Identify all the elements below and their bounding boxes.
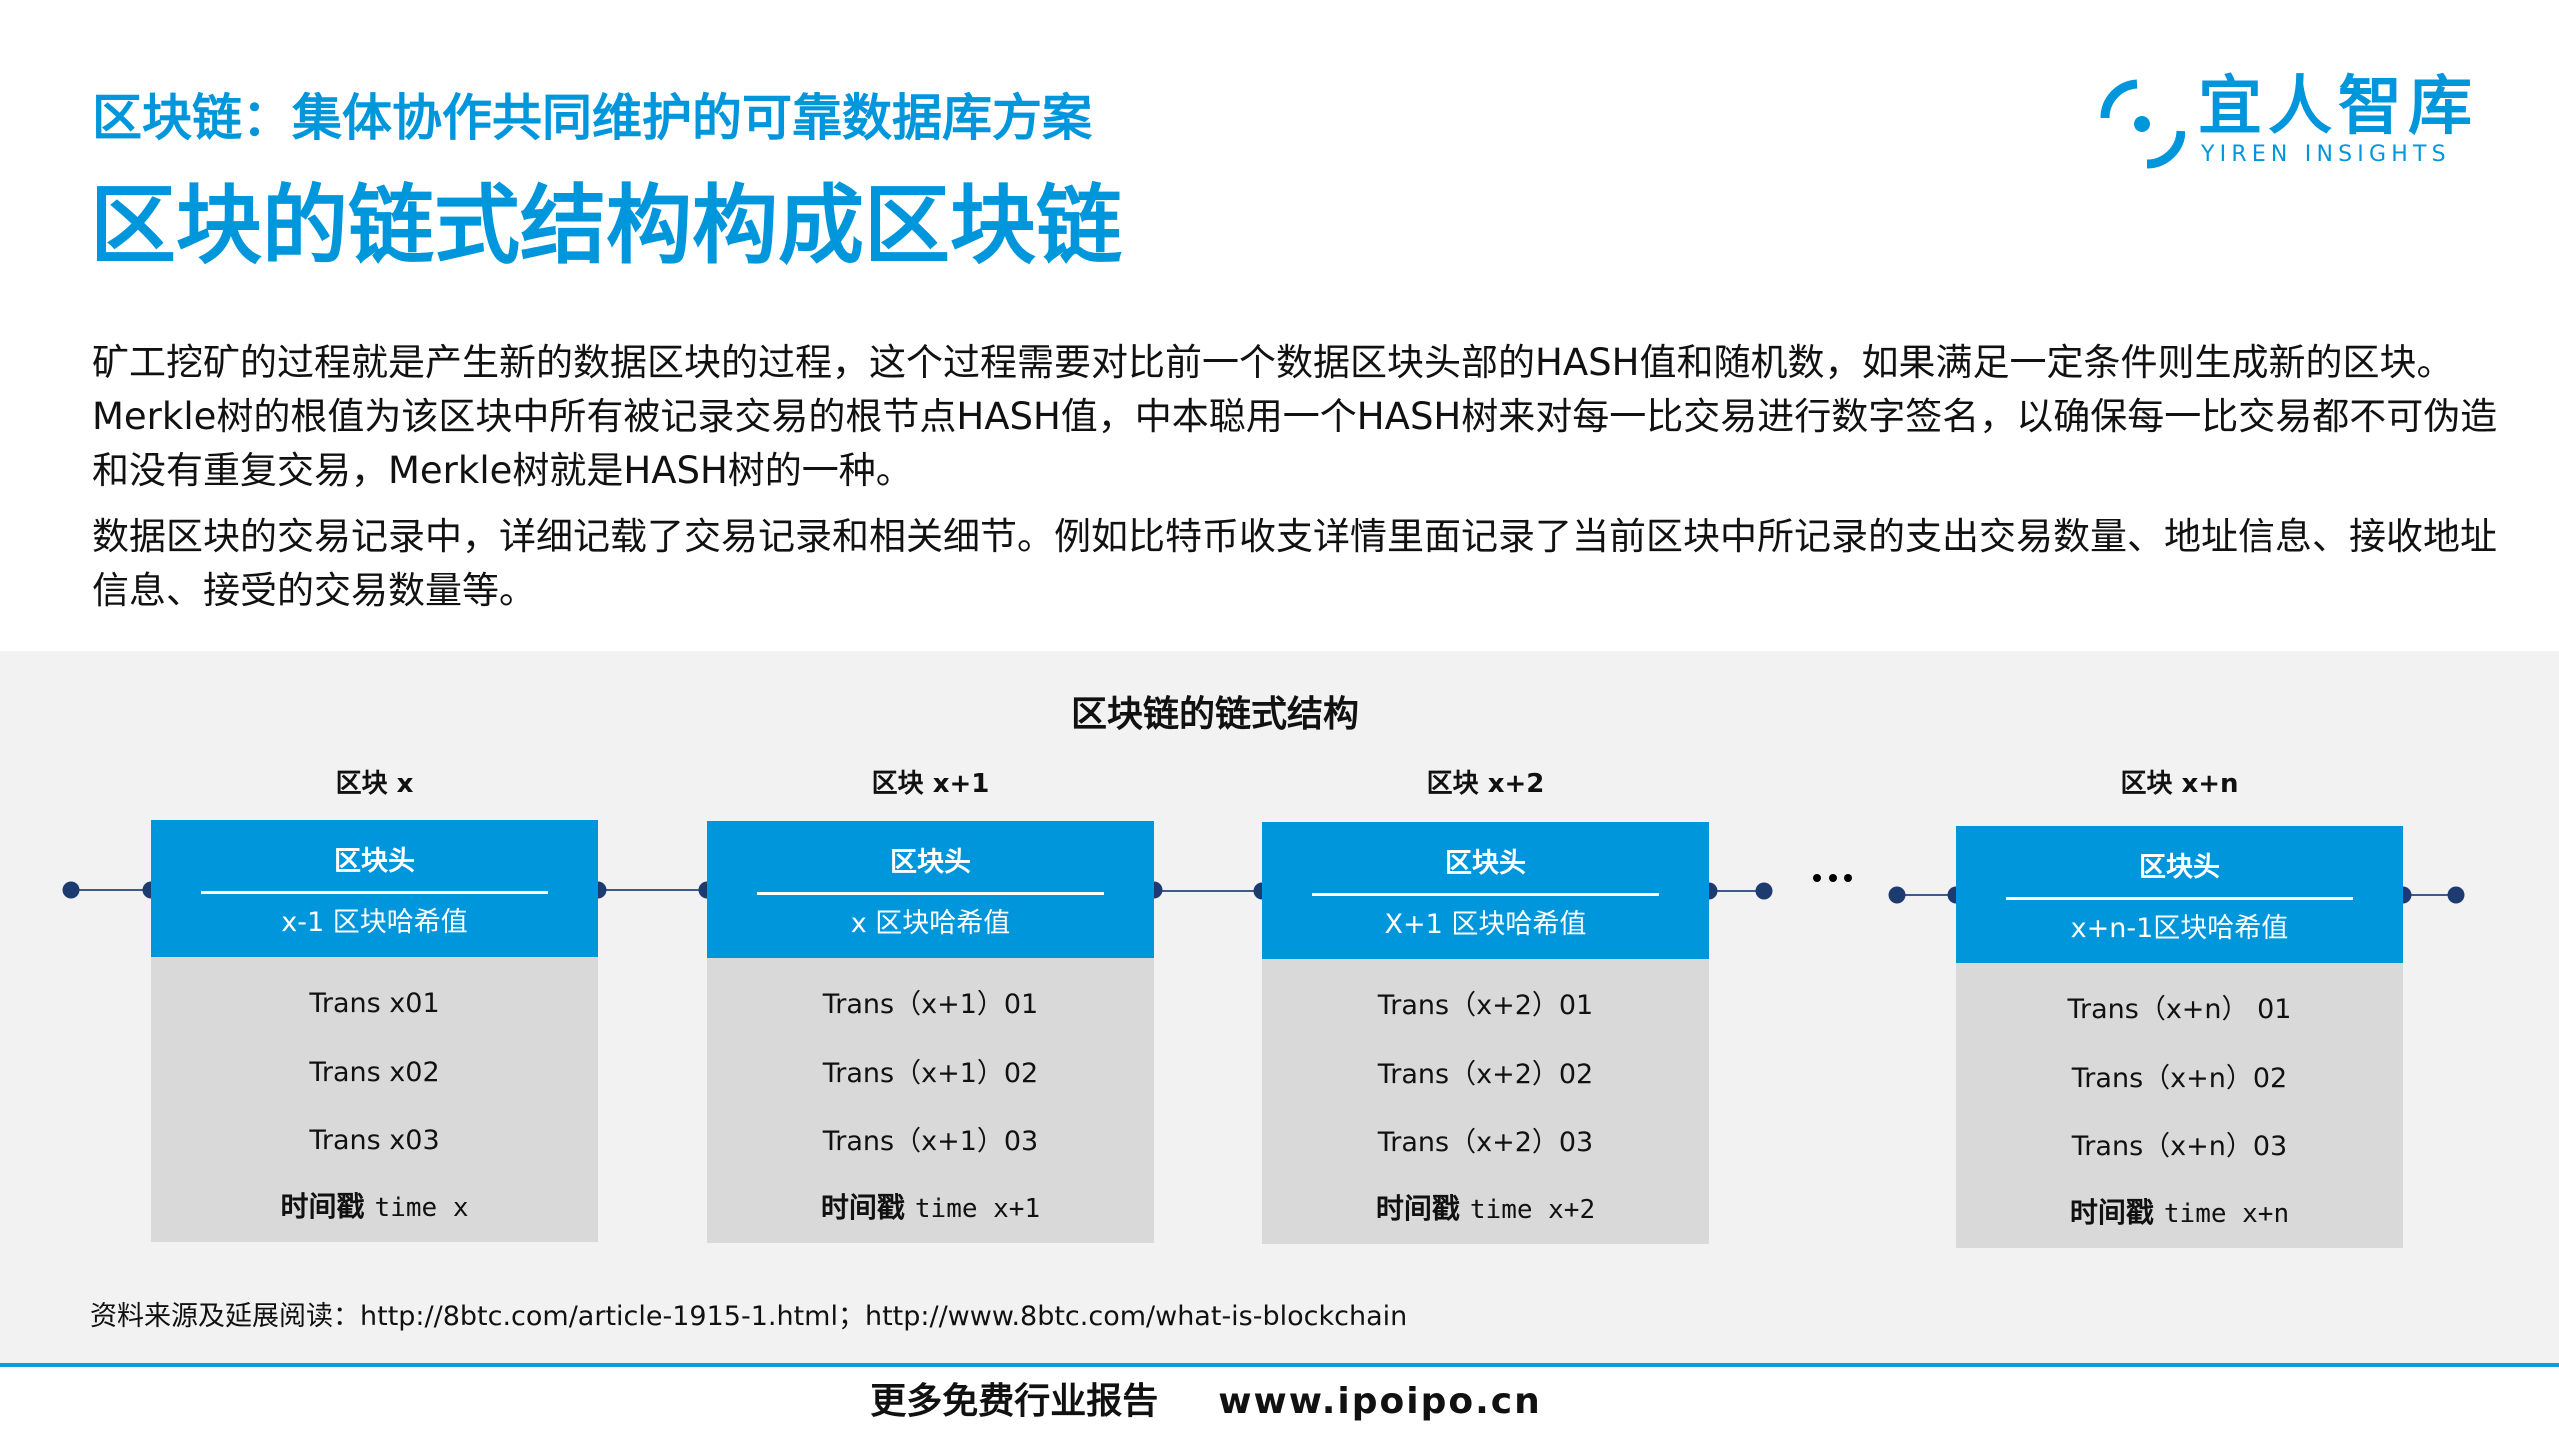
block-label: 区块 x+1 xyxy=(871,769,990,799)
block-body: Trans（x+2）01 Trans（x+2）02 Trans（x+2）03 时… xyxy=(1262,959,1709,1244)
block-prev-hash: X+1 区块哈希值 xyxy=(1384,909,1587,940)
transaction-item: Trans（x+2）03 xyxy=(1377,1127,1594,1158)
ellipsis-dot xyxy=(1813,874,1821,882)
body-paragraph: 矿工挖矿的过程就是产生新的数据区块的过程，这个过程需要对比前一个数据区块头部的H… xyxy=(92,341,2498,492)
block-x-plus-n: 区块头 x+n-1区块哈希值 Trans（x+n） 01 Trans（x+n）0… xyxy=(1956,826,2403,1248)
block-header: 区块头 x-1 区块哈希值 xyxy=(151,820,598,957)
connector-line xyxy=(1897,894,1956,896)
connector-line xyxy=(1154,890,1262,892)
slide-title: 区块的链式结构构成区块链 xyxy=(90,176,1122,276)
transaction-item: Trans（x+1）01 xyxy=(822,989,1039,1020)
block-header-title: 区块头 xyxy=(334,846,415,877)
block-header-title: 区块头 xyxy=(2139,852,2220,883)
source-citation: 资料来源及延展阅读：http://8btc.com/article-1915-1… xyxy=(90,1301,1408,1332)
transaction-item: Trans（x+1）03 xyxy=(822,1126,1039,1157)
block-body: Trans x01 Trans x02 Trans x03 时间戳 time x xyxy=(151,957,598,1242)
body-paragraph: 数据区块的交易记录中，详细记载了交易记录和相关细节。例如比特币收支详情里面记录了… xyxy=(92,515,2497,612)
timestamp-value: time x+1 xyxy=(914,1194,1041,1224)
footer-banner: 更多免费行业报告 www.ipoipo.cn xyxy=(0,1382,2412,1422)
yiren-logo: 宜人智库 YIREN INSIGHTS xyxy=(2095,72,2495,172)
block-timestamp: 时间戳 time x xyxy=(151,1190,598,1225)
block-header: 区块头 X+1 区块哈希值 xyxy=(1262,822,1709,959)
block-header-divider xyxy=(1312,893,1659,896)
timestamp-value: time x xyxy=(374,1193,469,1223)
block-body: Trans（x+1）01 Trans（x+1）02 Trans（x+1）03 时… xyxy=(707,958,1154,1243)
block-header: 区块头 x 区块哈希值 xyxy=(707,821,1154,958)
block-label: 区块 x+2 xyxy=(1426,769,1545,799)
block-x-plus-1: 区块头 x 区块哈希值 Trans（x+1）01 Trans（x+1）02 Tr… xyxy=(707,821,1154,1243)
transaction-item: Trans（x+2）02 xyxy=(1377,1059,1594,1090)
body-text: 矿工挖矿的过程就是产生新的数据区块的过程，这个过程需要对比前一个数据区块头部的H… xyxy=(92,336,2512,630)
block-header-divider xyxy=(757,892,1104,895)
block-prev-hash: x 区块哈希值 xyxy=(850,908,1011,939)
block-x: 区块头 x-1 区块哈希值 Trans x01 Trans x02 Trans … xyxy=(151,820,598,1242)
block-x-plus-2: 区块头 X+1 区块哈希值 Trans（x+2）01 Trans（x+2）02 … xyxy=(1262,822,1709,1244)
footer-url-link[interactable]: www.ipoipo.cn xyxy=(1218,1381,1542,1422)
logo-name-cn: 宜人智库 xyxy=(2198,70,2478,144)
transaction-item: Trans x01 xyxy=(309,988,440,1019)
connector-line xyxy=(2403,894,2456,896)
transaction-item: Trans（x+n） 01 xyxy=(2067,994,2292,1025)
ellipsis-dot xyxy=(1829,874,1837,882)
connector-line xyxy=(71,889,151,891)
block-header-divider xyxy=(2006,897,2353,900)
chain-node-dot xyxy=(2447,886,2465,904)
ellipsis-dot xyxy=(1844,874,1852,882)
connector-line xyxy=(598,889,707,891)
timestamp-label: 时间戳 xyxy=(820,1191,905,1224)
connector-line xyxy=(1709,890,1764,892)
footer-divider xyxy=(0,1363,2559,1367)
block-label: 区块 x+n xyxy=(2120,769,2239,799)
slide-subtitle: 区块链：集体协作共同维护的可靠数据库方案 xyxy=(92,89,1092,147)
block-prev-hash: x-1 区块哈希值 xyxy=(281,907,468,938)
timestamp-label: 时间戳 xyxy=(280,1190,365,1223)
block-timestamp: 时间戳 time x+1 xyxy=(707,1191,1154,1226)
block-timestamp: 时间戳 time x+2 xyxy=(1262,1192,1709,1227)
diagram-title: 区块链的链式结构 xyxy=(1070,694,1359,735)
timestamp-label: 时间戳 xyxy=(2069,1196,2154,1229)
block-header-title: 区块头 xyxy=(1445,848,1526,879)
chain-node-dot xyxy=(62,881,80,899)
block-header-title: 区块头 xyxy=(890,847,971,878)
footer-promo-text: 更多免费行业报告 xyxy=(870,1381,1159,1422)
timestamp-value: time x+n xyxy=(2163,1199,2290,1229)
timestamp-value: time x+2 xyxy=(1469,1195,1596,1225)
block-header: 区块头 x+n-1区块哈希值 xyxy=(1956,826,2403,963)
transaction-item: Trans（x+n）03 xyxy=(2071,1131,2288,1162)
block-prev-hash: x+n-1区块哈希值 xyxy=(2070,913,2289,944)
transaction-item: Trans x03 xyxy=(309,1125,440,1156)
block-header-divider xyxy=(201,891,548,894)
transaction-item: Trans（x+n）02 xyxy=(2071,1063,2288,1094)
transaction-item: Trans（x+1）02 xyxy=(822,1058,1039,1089)
block-label: 区块 x xyxy=(335,769,414,799)
chain-node-dot xyxy=(1755,882,1773,900)
logo-name-en: YIREN INSIGHTS xyxy=(2201,142,2451,167)
timestamp-label: 时间戳 xyxy=(1375,1192,1460,1225)
yiren-logo-icon xyxy=(2100,79,2185,169)
transaction-item: Trans x02 xyxy=(309,1057,440,1088)
chain-node-dot xyxy=(1888,886,1906,904)
block-body: Trans（x+n） 01 Trans（x+n）02 Trans（x+n）03 … xyxy=(1956,963,2403,1248)
transaction-item: Trans（x+2）01 xyxy=(1377,990,1594,1021)
block-timestamp: 时间戳 time x+n xyxy=(1956,1196,2403,1231)
